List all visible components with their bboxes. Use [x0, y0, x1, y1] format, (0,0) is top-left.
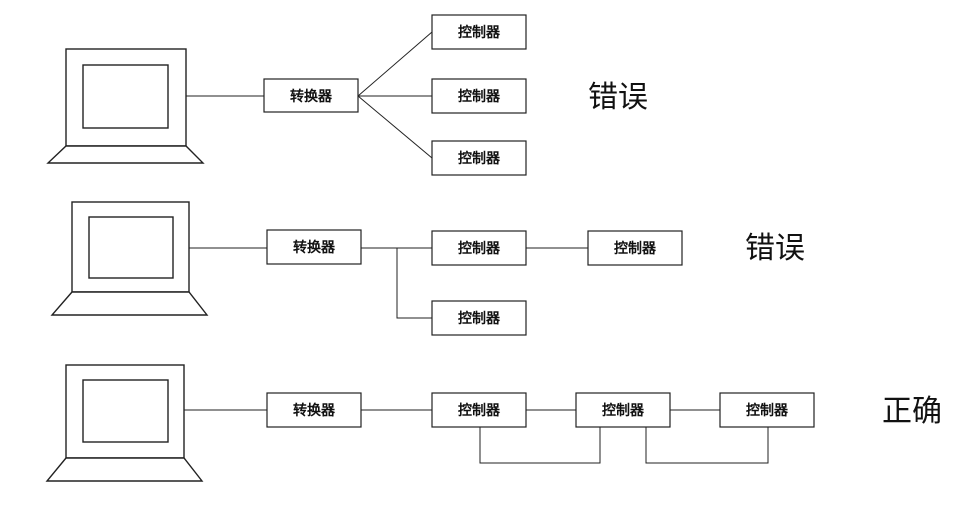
controller-label: 控制器 — [458, 24, 501, 41]
loop-line — [479, 427, 601, 464]
connector-line — [357, 31, 433, 97]
controller-label: 控制器 — [458, 88, 501, 105]
controller-box — [431, 300, 527, 336]
computer-icon — [46, 48, 205, 164]
diagram-star: 转换器 控制器 控制器 控制器 错误 — [46, 14, 648, 176]
controller-label: 控制器 — [746, 402, 789, 419]
converter-label: 转换器 — [290, 88, 333, 105]
loop-line — [645, 427, 769, 464]
controller-label: 控制器 — [458, 150, 501, 167]
connector-line — [357, 95, 433, 159]
controller-box — [431, 392, 527, 428]
controller-label: 控制器 — [458, 402, 501, 419]
controller-label: 控制器 — [458, 240, 501, 257]
converter-label: 转换器 — [293, 239, 336, 256]
controller-box — [575, 392, 671, 428]
converter-box — [266, 229, 362, 265]
converter-label: 转换器 — [293, 402, 336, 419]
diagram-daisy-chain: 转换器 控制器 控制器 控制器 正确 — [45, 364, 942, 482]
diagram-branch: 转换器 控制器 控制器 控制器 错误 — [50, 201, 805, 336]
controller-label: 控制器 — [458, 310, 501, 327]
converter-box — [266, 392, 362, 428]
controller-box — [587, 230, 683, 266]
controller-box — [431, 140, 527, 176]
computer-icon — [45, 364, 204, 482]
connector-line — [396, 248, 432, 319]
controller-box — [431, 78, 527, 114]
controller-label: 控制器 — [614, 240, 657, 257]
computer-icon — [50, 201, 209, 316]
verdict-label: 错误 — [745, 231, 805, 266]
controller-box — [431, 14, 527, 50]
verdict-label: 正确 — [882, 394, 942, 429]
verdict-label: 错误 — [588, 80, 648, 115]
converter-box — [263, 78, 359, 113]
controller-label: 控制器 — [602, 402, 645, 419]
controller-box — [719, 392, 815, 428]
